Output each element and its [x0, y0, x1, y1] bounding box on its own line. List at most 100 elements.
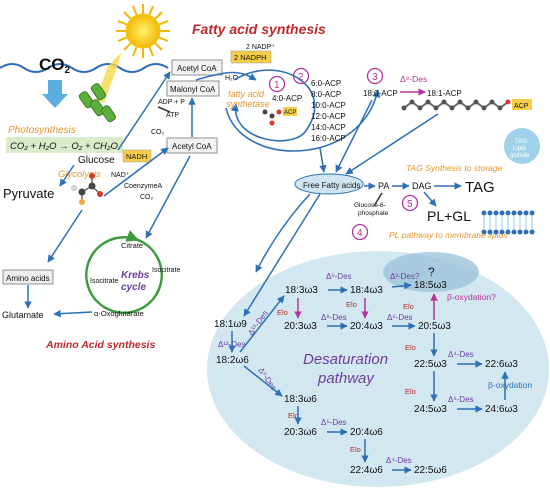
- fas-label-1: fatty acid: [228, 89, 265, 99]
- pl-pathway-label: PL pathway to membrane lipids: [389, 230, 508, 240]
- d4-des-label-omega3: Δ⁴-Des: [448, 350, 474, 359]
- photosynthesis-label: Photosynthesis: [8, 125, 76, 136]
- acp-4-label: 4:0-ACP: [272, 94, 302, 103]
- glutamate-label: Glutamate: [2, 310, 44, 320]
- co2-small-label: CO₂: [140, 194, 154, 201]
- h2o-label: H₂O: [225, 75, 239, 82]
- arrows: [24, 71, 509, 474]
- krebs-label-1: Krebs: [121, 270, 150, 281]
- d5-des-label-omega3: Δ⁵-Des: [387, 313, 413, 322]
- pa-label: PA: [378, 181, 389, 191]
- malonyl-coa-box: [166, 80, 220, 97]
- fa-20-4w6: 20:4ω6: [350, 427, 383, 438]
- elo-label-5: Elo: [405, 387, 416, 396]
- fa-18-4w3: 18:4ω3: [350, 285, 383, 296]
- synthetase-loop: [230, 69, 316, 142]
- beta-oxydation-label: β-oxydation: [488, 380, 532, 390]
- fatty-acid-synthesis-title: Fatty acid synthesis: [192, 21, 326, 37]
- d4-des-label-omega6: Δ⁴-Des: [386, 456, 412, 465]
- elo-label-3: Elo: [403, 302, 414, 311]
- photosynthesis-equation: CO₂ + H₂O → O₂ + CH₂O: [10, 141, 119, 152]
- d6-des-label-omega3-24: Δ⁶-Des: [448, 395, 474, 404]
- nad-plus-label: NAD⁺: [111, 172, 130, 179]
- atp-label: ATP: [166, 112, 179, 119]
- svg-text:1: 1: [274, 80, 280, 91]
- svg-text:5: 5: [407, 199, 413, 210]
- citrate-label: Citrate: [121, 241, 143, 250]
- glucose-label: Glucose: [78, 155, 115, 166]
- g6p-label-1: Glucose-6-: [354, 202, 386, 209]
- svg-text:12:0-ACP: 12:0-ACP: [311, 112, 346, 121]
- nadph-box: [230, 50, 272, 64]
- krebs-cycle-ring: [85, 230, 163, 314]
- fa-22-4w6: 22:4ω6: [350, 465, 383, 476]
- fa-20-3w3: 20:3ω3: [284, 321, 317, 332]
- d5-des-label-omega6: Δ⁵-Des: [321, 418, 347, 427]
- water-waves: [0, 63, 169, 73]
- d6-des-label-top: Δ⁶-Des: [326, 272, 352, 281]
- elo-label-7: Elo: [350, 445, 361, 454]
- pyruvate-label: Pyruvate: [3, 186, 54, 201]
- algae-cells-icon: [78, 83, 117, 123]
- oxoglutarate-label: α-Oxoglutarate: [94, 309, 144, 318]
- desaturation-ellipse: [207, 251, 549, 487]
- membrane-bilayer-icon: [481, 210, 535, 235]
- nadph-label: 2 NADPH: [234, 53, 267, 62]
- fas-label-2: synthetase: [226, 99, 270, 109]
- acp-tag-chain-label: ACP: [514, 103, 529, 110]
- fa-18-5w3: 18:5ω3: [414, 280, 447, 291]
- outer-loop: [225, 89, 381, 152]
- step-3-circle: 3: [366, 67, 384, 85]
- step-4-circle: 4: [351, 223, 369, 241]
- tag-storage-label: TAG Synthesis to storage: [406, 163, 502, 173]
- amino-acid-synthesis-title: Amino Acid synthesis: [45, 339, 155, 351]
- svg-text:2: 2: [298, 72, 304, 83]
- fa-24-6w3: 24:6ω3: [485, 404, 518, 415]
- fa-24-5w3: 24:5ω3: [414, 404, 447, 415]
- g6p-label-2: phosphate: [358, 210, 389, 217]
- acetyl-coa-bottom-box: [166, 137, 218, 154]
- svg-text:8:0-ACP: 8:0-ACP: [311, 90, 341, 99]
- fa-18-2w6: 18:2ω6: [216, 355, 249, 366]
- fa-18-1w9: 18:1ω9: [214, 319, 247, 330]
- acp-tag-chain: [512, 99, 532, 110]
- acp-18-label: 18:0-ACP: [363, 89, 398, 98]
- svg-text:globule: globule: [510, 153, 530, 159]
- fa-20-4w3: 20:4ω3: [350, 321, 383, 332]
- acp-181-label: 18:1-ACP: [427, 89, 462, 98]
- acetyl-coa-top-label: Acetyl CoA: [177, 64, 217, 73]
- acetyl-coa-top-box: [171, 59, 223, 76]
- nadp-plus-label: 2 NADP⁺: [246, 44, 275, 51]
- acetyl-coa-bottom-label: Acetyl CoA: [172, 142, 212, 151]
- fatty-acid-chain-icon: [401, 99, 511, 111]
- svg-text:14:0-ACP: 14:0-ACP: [311, 123, 346, 132]
- lipid-globule-icon: TAG Lipid globule: [504, 128, 540, 164]
- question-mark: ?: [428, 265, 435, 279]
- svg-text:3: 3: [372, 72, 378, 83]
- small-molecule-icon: [262, 109, 282, 126]
- svg-text:TAG: TAG: [515, 139, 527, 145]
- d3-des-label: Δ³-Des?: [390, 272, 420, 281]
- amino-acids-box: [2, 269, 54, 285]
- step-5-circle: 5: [401, 194, 419, 212]
- svg-text:Lipid: Lipid: [513, 146, 526, 152]
- coenzymea-label: CoenzymeA: [124, 183, 162, 190]
- dag-label: DAG: [412, 181, 432, 191]
- co2-mid-label: CO₂: [151, 129, 165, 136]
- fa-20-3w6: 20:3ω6: [284, 427, 317, 438]
- equation-box: [6, 137, 123, 153]
- desaturation-title-1: Desaturation: [303, 351, 388, 368]
- free-fa-ellipse: [294, 173, 364, 195]
- malonyl-coa-label: Malonyl CoA: [170, 85, 216, 94]
- sun-icon: [116, 4, 170, 58]
- co2-main-label: CO2: [39, 55, 71, 76]
- fa-18-3w6: 18:3ω6: [284, 394, 317, 405]
- glycolysis-label: Glycolysis: [58, 169, 101, 180]
- elo-label-6: Elo: [288, 411, 299, 420]
- nadh-small-label: NADH: [126, 152, 147, 161]
- fa-22-5w6: 22:5ω6: [414, 465, 447, 476]
- elo-label-4: Elo: [405, 343, 416, 352]
- krebs-label-2: cycle: [121, 282, 146, 293]
- d9-des-label: Δ⁹-Des: [400, 74, 427, 84]
